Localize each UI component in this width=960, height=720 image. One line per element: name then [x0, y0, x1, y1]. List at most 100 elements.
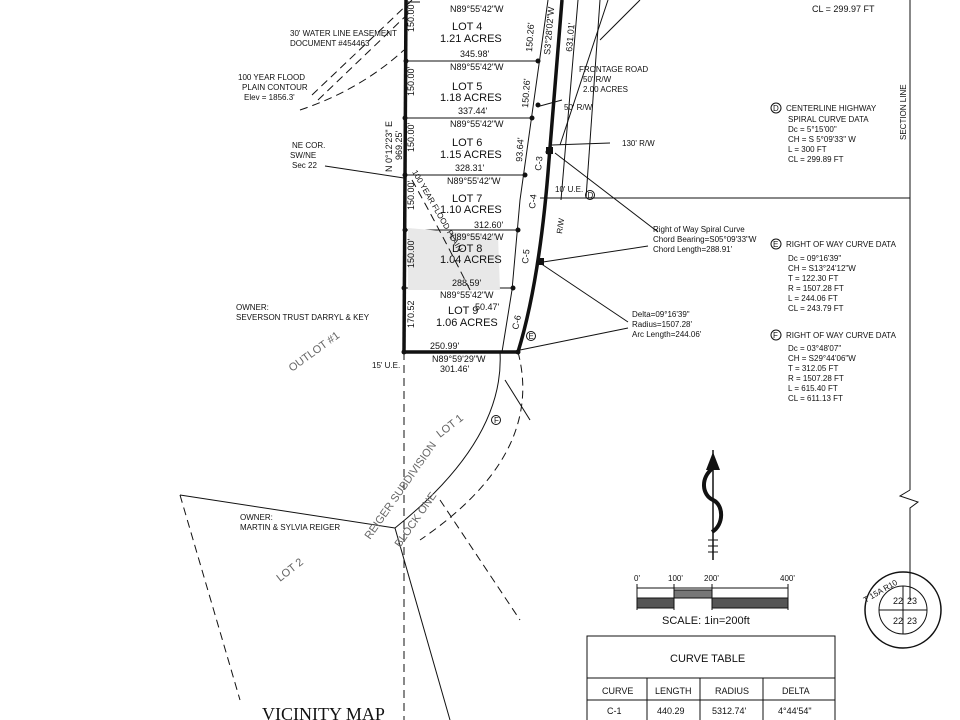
spiral-1: Right of Way Spiral Curve: [653, 225, 745, 234]
spiral-2: Chord Bearing=S05°09'33"W: [653, 235, 757, 244]
lot-4-area: 1.21 ACRES: [440, 33, 502, 45]
water-easement-1: 30' WATER LINE EASEMENT: [290, 29, 397, 38]
south-line-bearing: N89°59'29"W: [432, 354, 486, 364]
flood-contour-1: 100 YEAR FLOOD: [238, 73, 305, 82]
curve-f-line-6: CL = 611.13 FT: [788, 394, 843, 403]
curve-table-r0-curve: C-1: [607, 706, 622, 716]
section-line-label: SECTION LINE: [899, 84, 908, 140]
curve-f-line-0: RIGHT OF WAY CURVE DATA: [786, 331, 897, 340]
ne-corner-3: Sec 22: [292, 161, 317, 170]
lot-7-area: 1.10 ACRES: [440, 204, 502, 216]
lot-7-name: LOT 7: [452, 193, 482, 205]
frontage-road-2: 50' R/W: [583, 75, 612, 84]
flood-contour-3: Elev = 1856.3': [244, 93, 295, 102]
curve-d-line-2: Dc = 5°15'00": [788, 125, 837, 134]
lot-7-south-bearing: N89°55'42"W: [450, 232, 504, 242]
scale-tick-100: 100': [668, 574, 683, 583]
ne-corner-2: SW/NE: [290, 151, 316, 160]
lot-8-south-bearing: N89°55'42"W: [440, 290, 494, 300]
top-bearing: N89°55'42"W: [450, 4, 504, 14]
lot-5-south-len: 337.44': [458, 106, 488, 116]
flood-contour-2: PLAIN CONTOUR: [242, 83, 308, 92]
delta-3: Arc Length=244.06': [632, 330, 702, 339]
lot-6-east-len: 93.64': [514, 137, 526, 162]
highway-lines: [504, 0, 920, 600]
curve-f-line-2: CH = S29°44'06"W: [788, 354, 856, 363]
lot-annotations: N89°55'42"W CL = 299.97 FT LOT 4 1.21 AC…: [384, 2, 875, 374]
lot-5-east-len: 150.26': [520, 78, 532, 108]
curve-e-line-4: R = 1507.28 FT: [788, 284, 844, 293]
curve-table: CURVE TABLE CURVE LENGTH RADIUS DELTA C-…: [586, 635, 836, 720]
curve-table-h-delta: DELTA: [782, 686, 810, 696]
lot-4-south-bearing: N89°55'42"W: [450, 62, 504, 72]
lot-lines: [299, 0, 549, 353]
section-seal: T 15A R10 22 23 22 23: [862, 571, 942, 649]
lot-9-west-len: 170.52: [406, 300, 416, 328]
curve-e-tag: E: [773, 240, 778, 249]
lot-6-name: LOT 6: [452, 137, 482, 149]
curve-f-line-4: R = 1507.28 FT: [788, 374, 844, 383]
lot-5-south-bearing: N89°55'42"W: [450, 119, 504, 129]
lot-corners: [401, 58, 553, 355]
owner1-heading: OWNER:: [236, 303, 269, 312]
curve-table-r0-delta: 4°44'54": [778, 706, 812, 716]
frontage-road-3: 2.00 ACRES: [583, 85, 628, 94]
east-line-bearing: S3°28'02"W: [542, 6, 556, 55]
north-arrow-icon: [702, 450, 724, 560]
ue-15-label: 15' U.E.: [372, 361, 400, 370]
lot-4-name: LOT 4: [452, 21, 482, 33]
lot-9-area: 1.06 ACRES: [436, 317, 498, 329]
lot-7-south-len: 312.60': [474, 220, 504, 230]
seal-sec-se: 23: [907, 616, 917, 626]
scale-bar: 0' 100' 200' 400' SCALE: 1in=200ft: [634, 574, 795, 627]
svg-text:D: D: [588, 191, 594, 200]
scale-label: SCALE: 1in=200ft: [662, 615, 750, 627]
delta-2: Radius=1507.28': [632, 320, 692, 329]
vicinity-map-title: VICINITY MAP: [262, 704, 385, 720]
svg-text:E: E: [529, 332, 534, 341]
water-easement-2: DOCUMENT #454463: [290, 39, 370, 48]
south-line-length: 301.46': [440, 364, 470, 374]
outlot-label: OUTLOT #1: [287, 330, 342, 375]
lot-9-south-len: 250.99': [430, 341, 460, 351]
owner1-name: SEVERSON TRUST DARRYL & KEY: [236, 313, 370, 322]
curve-table-h-radius: RADIUS: [715, 686, 749, 696]
seal-sec-nw: 22: [893, 596, 903, 606]
owner2-name: MARTIN & SYLVIA REIGER: [240, 523, 340, 532]
west-line-length: 969.25': [394, 130, 404, 160]
curve-table-title: CURVE TABLE: [670, 653, 745, 665]
curve-data-f: F RIGHT OF WAY CURVE DATA Dc = 03°48'07"…: [770, 329, 897, 403]
lot-8-south-len: 288.59': [452, 278, 482, 288]
curve-e-line-6: CL = 243.79 FT: [788, 304, 844, 313]
ne-corner-1: NE COR.: [292, 141, 325, 150]
lot-9-name: LOT 9: [448, 305, 478, 317]
curve-f-line-1: Dc = 03°48'07": [788, 344, 841, 353]
curve-e-line-1: Dc = 09°16'39": [788, 254, 841, 263]
lot-8-name: LOT 8: [452, 243, 482, 255]
curve-d-line-5: CL = 299.89 FT: [788, 155, 844, 164]
curve-f-line-5: L = 615.40 FT: [788, 384, 838, 393]
seal-sec-sw: 22: [893, 616, 903, 626]
lot-5-west-len: 150.00': [406, 66, 416, 96]
reiger-label-1: REIGER SUBDIVISION: [363, 440, 439, 542]
lot-6-area: 1.15 ACRES: [440, 149, 502, 161]
scale-tick-0: 0': [634, 574, 640, 583]
curve-tag-c6: C-6: [510, 314, 523, 330]
west-line-bearing: N 0°12'23" E: [384, 121, 394, 172]
frontage-road-1: FRONTAGE ROAD: [579, 65, 648, 74]
lot-5-name: LOT 5: [452, 81, 482, 93]
lot-4-south-len: 345.98': [460, 49, 490, 59]
lot-8-west-len: 150.00': [406, 238, 416, 268]
lot-5-area: 1.18 ACRES: [440, 92, 502, 104]
delta-1: Delta=09°16'39": [632, 310, 690, 319]
scale-tick-200: 200': [704, 574, 719, 583]
curve-e-line-5: L = 244.06 FT: [788, 294, 838, 303]
curve-tag-c5: C-5: [520, 249, 531, 264]
curve-d-tag: D: [773, 104, 779, 113]
east-line-length: 631.01': [564, 22, 577, 52]
lot-8-area: 1.04 ACRES: [440, 254, 502, 266]
scale-tick-400: 400': [780, 574, 795, 583]
curve-data-e: E RIGHT OF WAY CURVE DATA Dc = 09°16'39"…: [770, 238, 897, 313]
curve-e-line-0: RIGHT OF WAY CURVE DATA: [786, 240, 897, 249]
